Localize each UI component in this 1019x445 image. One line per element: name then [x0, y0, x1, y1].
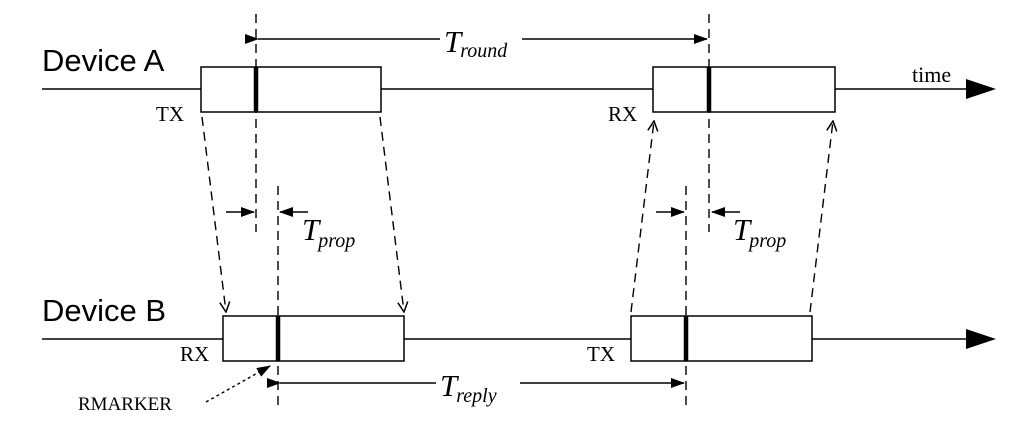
device-b-rx-label: RX	[180, 342, 209, 366]
rmarker-label: RMARKER	[78, 394, 172, 415]
device-a-label: Device A	[42, 43, 165, 78]
propagation-arrow-start-b-to-a	[630, 121, 654, 313]
t-reply-label-bg	[436, 368, 520, 406]
device-b-tx-label: TX	[587, 342, 615, 366]
device-a-rx-label: RX	[608, 102, 637, 126]
t-prop-2-label: Tprop	[733, 212, 786, 252]
device-a-time-arrowhead	[966, 79, 996, 99]
t-prop-1-label: Tprop	[302, 212, 355, 252]
device-a-rx-packet	[652, 66, 836, 113]
device-a-tx-label: TX	[156, 102, 184, 126]
propagation-arrow-start-a-to-b	[201, 116, 226, 312]
time-label: time	[912, 62, 951, 87]
device-b-label: Device B	[42, 293, 166, 328]
t-round-label-bg	[440, 22, 522, 56]
t-round-label: Tround	[444, 24, 508, 62]
propagation-arrow-end-b-to-a	[809, 121, 833, 313]
device-a-tx-packet	[200, 66, 382, 113]
rmarker-pointer-arrow	[205, 365, 271, 403]
device-b-rx-packet	[222, 315, 405, 362]
device-b-tx-packet	[630, 315, 813, 362]
propagation-arrow-end-a-to-b	[379, 116, 404, 312]
t-reply-label: Treply	[440, 368, 497, 407]
device-b-time-arrowhead	[966, 329, 996, 349]
